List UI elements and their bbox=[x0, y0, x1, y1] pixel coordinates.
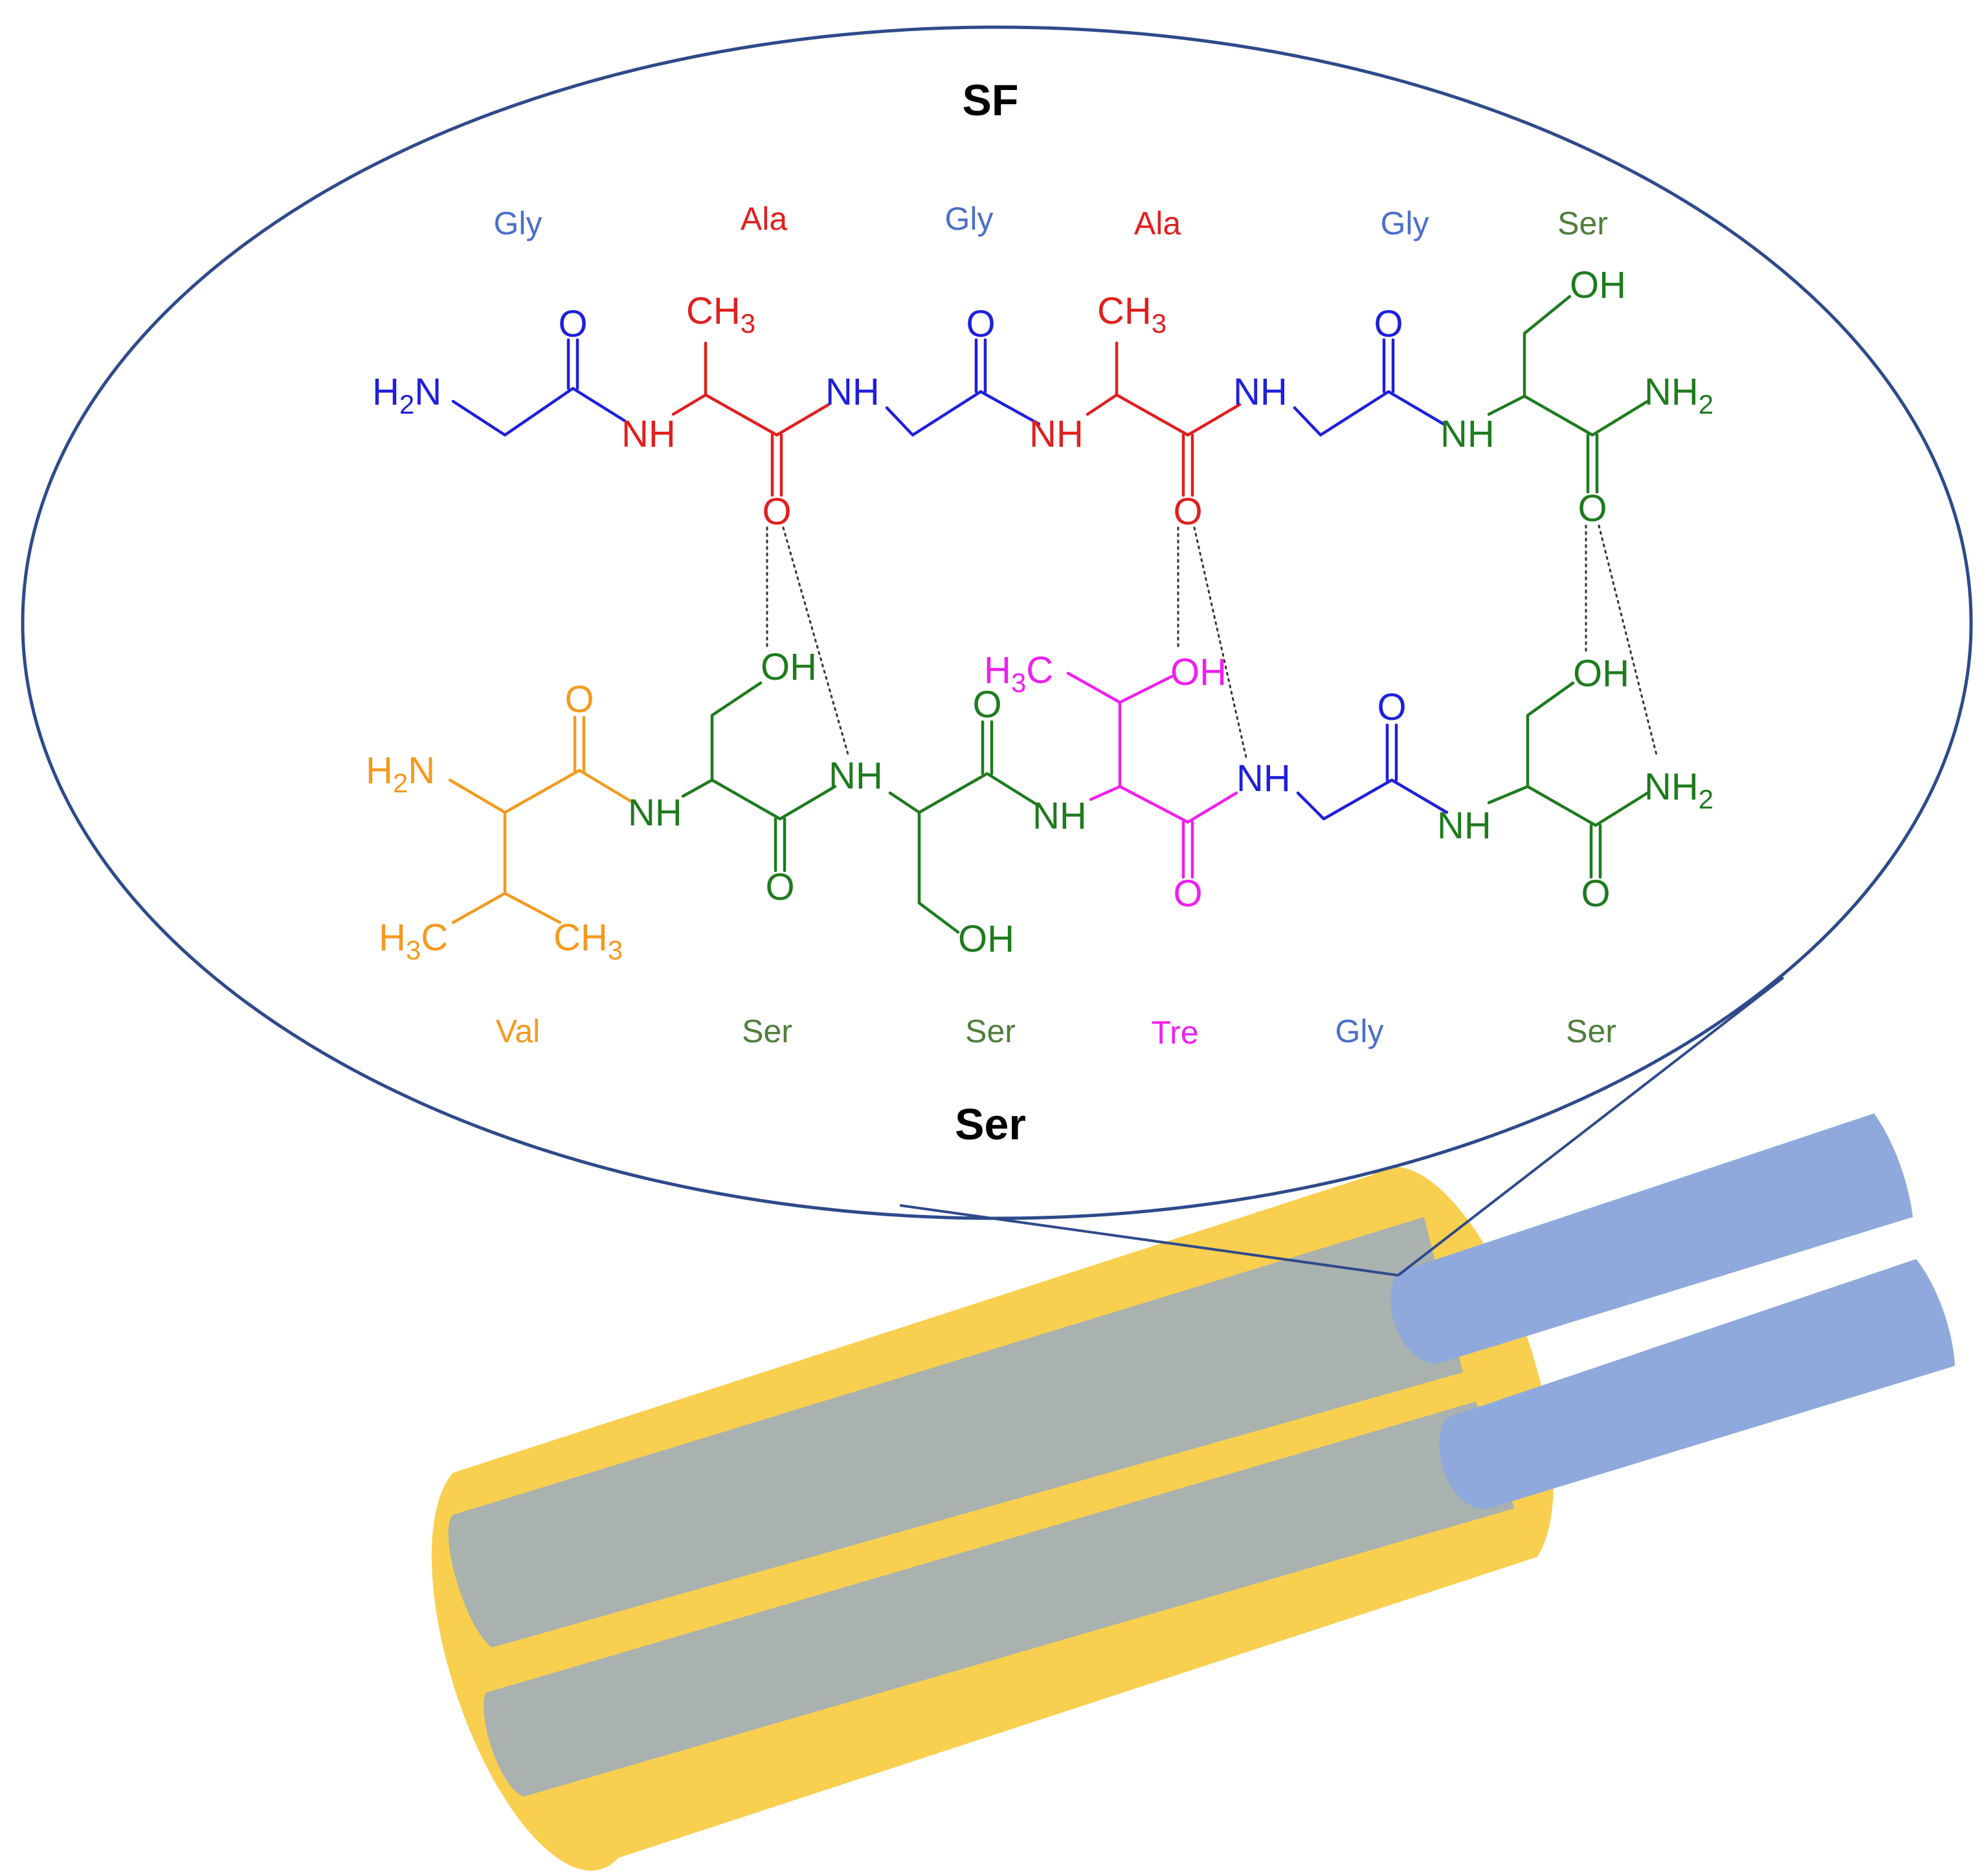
atom-oh-thr: OH bbox=[1170, 651, 1227, 693]
atom-ch3-top-1: CH3 bbox=[686, 290, 755, 339]
fiber-core-upper bbox=[448, 1217, 1463, 1647]
top-chain-atoms: H2N O NH CH3 O NH O NH CH3 O NH O NH OH … bbox=[372, 264, 1713, 533]
top-residue-label-1: Gly bbox=[494, 205, 542, 241]
atom-nh-top-4: NH bbox=[1233, 371, 1288, 413]
atom-nh-bottom-1: NH bbox=[628, 792, 682, 834]
atom-o-bottom-1: O bbox=[564, 678, 594, 720]
atom-h2n-top: H2N bbox=[372, 371, 441, 419]
atom-h3c-thr: H3C bbox=[984, 649, 1053, 698]
bottom-residue-label-4: Tre bbox=[1151, 1014, 1198, 1051]
atom-o-top-2: O bbox=[762, 491, 791, 533]
atom-oh-top-ser: OH bbox=[1570, 264, 1626, 306]
hydrogen-bonds bbox=[766, 524, 1658, 759]
bottom-residue-label-3: Ser bbox=[965, 1013, 1016, 1049]
bottom-residue-labels: Val Ser Ser Tre Gly Ser bbox=[496, 1013, 1616, 1051]
top-residue-labels: Gly Ala Gly Ala Gly Ser bbox=[494, 201, 1608, 241]
atom-oh-bottom-1: OH bbox=[761, 646, 817, 688]
zoom-line-right bbox=[1397, 976, 1785, 1277]
atom-nh-bottom-4: NH bbox=[1236, 757, 1291, 799]
bottom-chain-atoms: H2N O H3C CH3 NH OH O NH O OH NH H3C OH … bbox=[366, 646, 1713, 965]
fiber-end-lower bbox=[1439, 1259, 1955, 1510]
atom-o-bottom-6: O bbox=[1581, 873, 1610, 915]
top-chain-bonds bbox=[451, 295, 1649, 497]
atom-nh-top-2: NH bbox=[825, 371, 880, 413]
atom-nh-top-3: NH bbox=[1029, 413, 1084, 455]
bottom-residue-label-5: Gly bbox=[1335, 1013, 1384, 1049]
top-residue-label-3: Gly bbox=[945, 201, 994, 237]
top-residue-label-6: Ser bbox=[1557, 205, 1608, 241]
atom-nh-top-5: NH bbox=[1440, 413, 1495, 455]
top-residue-label-2: Ala bbox=[741, 201, 787, 237]
atom-o-bottom-4: O bbox=[1173, 873, 1202, 915]
fiber-core-lower bbox=[484, 1401, 1515, 1796]
atom-oh-bottom-3: OH bbox=[1573, 653, 1629, 695]
atom-o-top-4: O bbox=[1173, 491, 1202, 533]
atom-o-top-5: O bbox=[1374, 303, 1403, 345]
top-residue-label-4: Ala bbox=[1134, 205, 1181, 241]
atom-nh-bottom-3: NH bbox=[1032, 795, 1087, 837]
zoom-callout bbox=[21, 25, 1973, 1277]
atom-o-top-6: O bbox=[1578, 487, 1607, 530]
bottom-residue-label-1: Val bbox=[496, 1013, 541, 1049]
bottom-residue-label-6: Ser bbox=[1566, 1013, 1616, 1049]
top-residue-label-5: Gly bbox=[1381, 205, 1429, 241]
atom-nh-top-1: NH bbox=[621, 413, 676, 455]
atom-ch3-val: CH3 bbox=[553, 917, 623, 965]
atom-nh-bottom-2: NH bbox=[829, 755, 883, 797]
atom-o-bottom-5: O bbox=[1377, 686, 1406, 728]
atom-o-bottom-3: O bbox=[972, 684, 1001, 726]
atom-nh2-bottom: NH2 bbox=[1644, 766, 1713, 814]
fiber-end-upper bbox=[1390, 1113, 1913, 1364]
bottom-residue-label-2: Ser bbox=[742, 1013, 792, 1049]
bottom-chain-bonds bbox=[448, 671, 1649, 934]
atom-ch3-top-2: CH3 bbox=[1097, 290, 1166, 339]
title-sf: SF bbox=[963, 76, 1019, 125]
atom-h2n-bottom: H2N bbox=[366, 750, 435, 798]
atom-h3c-val: H3C bbox=[379, 917, 448, 965]
zoom-line-left bbox=[899, 1204, 1399, 1277]
atom-o-top-1: O bbox=[558, 303, 587, 345]
atom-nh-bottom-5: NH bbox=[1437, 805, 1491, 847]
fiber-illustration bbox=[431, 1113, 1955, 1871]
atom-oh-bottom-2: OH bbox=[958, 918, 1014, 960]
atom-o-top-3: O bbox=[966, 303, 995, 345]
atom-o-bottom-2: O bbox=[765, 866, 794, 908]
atom-nh2-top: NH2 bbox=[1644, 371, 1713, 419]
title-ser: Ser bbox=[955, 1100, 1026, 1149]
